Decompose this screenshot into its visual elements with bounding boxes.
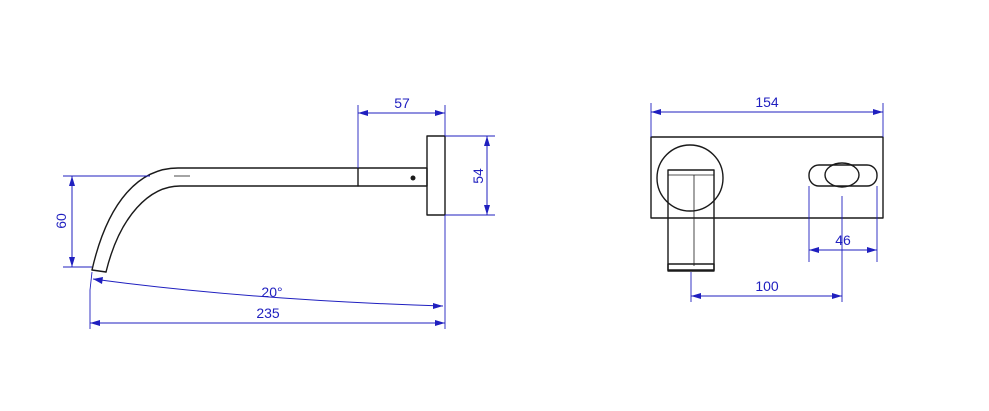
- angle-arrow-right: [433, 303, 443, 309]
- dim-235-arrow-right: [435, 320, 445, 326]
- dim-154-arrow-right: [873, 109, 883, 115]
- side-view: 57 54 60 20° 235: [53, 95, 495, 329]
- dim-46-arrow-left: [809, 247, 819, 253]
- dim-100-arrow-left: [691, 293, 701, 299]
- dim-100-arrow-right: [832, 293, 842, 299]
- dim-46-label: 46: [835, 232, 851, 248]
- dim-54-arrow-top: [484, 136, 490, 146]
- angle-arc: [92, 278, 444, 307]
- dim-154-arrow-left: [651, 109, 661, 115]
- front-back-plate: [650, 136, 884, 219]
- side-spout-tip: [91, 269, 107, 273]
- front-lever: [808, 164, 878, 187]
- dim-54-label: 54: [470, 168, 486, 184]
- side-spout-inner: [105, 185, 359, 273]
- side-wall-plate: [426, 135, 446, 216]
- dim-60-label: 60: [53, 213, 69, 229]
- dim-154-label: 154: [755, 94, 779, 110]
- angle-label: 20°: [261, 284, 282, 300]
- front-spout-outlet: [667, 263, 715, 272]
- dim-235-arrow-left: [90, 320, 100, 326]
- dim-57-label: 57: [394, 95, 410, 111]
- angle-ext: [89, 271, 93, 291]
- side-spout-outer: [91, 167, 359, 271]
- dim-100-label: 100: [755, 278, 779, 294]
- dim-54-arrow-bottom: [484, 205, 490, 215]
- dim-60-arrow-bottom: [69, 257, 75, 267]
- front-spout-body: [667, 169, 715, 271]
- dim-60-arrow-top: [69, 176, 75, 186]
- front-lever-knob: [824, 162, 860, 188]
- dim-46-arrow-right: [867, 247, 877, 253]
- front-view: 154 46 100: [650, 94, 884, 302]
- side-body: [357, 167, 428, 187]
- dim-57-arrow-right: [435, 110, 445, 116]
- front-rosette: [656, 144, 724, 212]
- dim-57-arrow-left: [358, 110, 368, 116]
- side-set-screw: [410, 175, 416, 181]
- dim-235-label: 235: [256, 305, 280, 321]
- angle-arrow-left: [93, 277, 103, 284]
